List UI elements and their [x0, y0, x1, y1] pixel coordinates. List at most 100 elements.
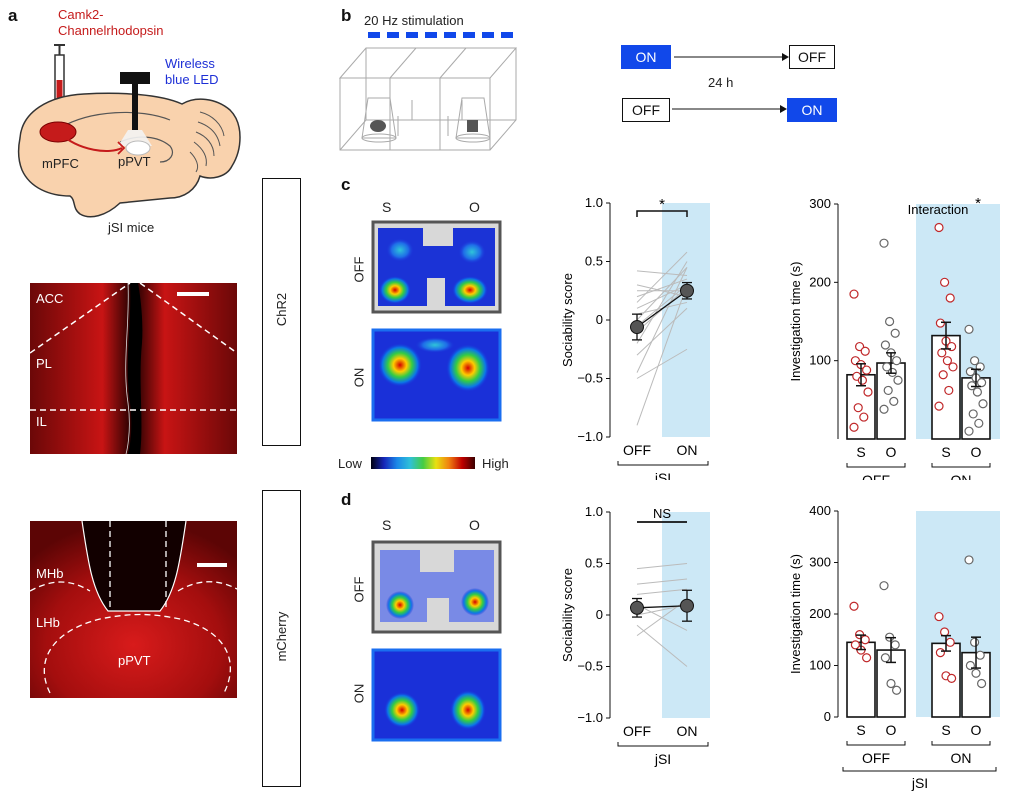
y-tick-label: 0 [596, 607, 603, 622]
seq1-arrow [674, 53, 789, 61]
data-point [944, 385, 954, 396]
mean-point [630, 600, 644, 615]
y-tick-label: 200 [809, 606, 831, 621]
heat-col-o-d: O [469, 517, 480, 533]
data-point [971, 668, 981, 678]
y-tick-label: 200 [809, 274, 831, 289]
mpfc-label: mPFC [42, 156, 79, 171]
ppvt-region [125, 140, 151, 156]
scale-high: High [482, 456, 509, 471]
data-point [948, 362, 958, 372]
brain-outline [17, 92, 241, 218]
data-point [892, 356, 902, 366]
data-point [934, 401, 944, 411]
significance-bracket [636, 210, 688, 217]
individual-line [636, 563, 688, 570]
data-point [849, 601, 859, 611]
data-point [860, 635, 870, 645]
group-label: jSI [911, 775, 928, 791]
panel-label-c: c [341, 175, 351, 194]
data-point [970, 637, 980, 647]
heat-row-on-d: ON [351, 683, 367, 704]
data-point [934, 222, 944, 233]
panel-label-d: d [341, 490, 352, 509]
data-point [968, 409, 978, 419]
data-point [975, 650, 985, 660]
data-point [945, 637, 955, 647]
group-bracket [846, 463, 906, 468]
x-tick-label: ON [677, 723, 698, 739]
data-point [879, 581, 889, 591]
micro-label-mhb: MHb [36, 566, 64, 581]
x-tick-label: OFF [623, 723, 651, 739]
y-tick-label: 1.0 [585, 195, 603, 210]
interval-label: 24 h [708, 75, 734, 90]
data-point [940, 277, 950, 287]
data-point [977, 678, 987, 689]
y-tick-label: 100 [809, 353, 831, 368]
data-point [859, 412, 869, 422]
panel-label-a: a [8, 6, 18, 25]
group-bracket [617, 742, 709, 747]
heat-col-s: S [382, 199, 392, 215]
y-tick-label: 0.5 [585, 254, 603, 269]
heat-row-off-c: OFF [351, 256, 367, 283]
data-point [880, 340, 890, 350]
data-point [860, 346, 870, 356]
individual-line [636, 588, 688, 595]
individual-line [636, 267, 688, 321]
group-label: OFF [862, 472, 890, 480]
data-point [974, 418, 984, 428]
micrograph-ppvt: MHb LHb pPVT [30, 521, 237, 698]
y-tick-label: −0.5 [577, 659, 603, 674]
group-bracket [846, 741, 906, 746]
mean-line [636, 605, 688, 609]
x-tick-label: S [856, 444, 865, 460]
micro-label-ppvt: pPVT [118, 653, 151, 668]
on-shading [662, 203, 710, 437]
data-point [893, 375, 903, 385]
seq2-off-box: OFF [622, 98, 670, 122]
annotation-label: Interaction [908, 202, 969, 217]
x-tick-label: S [941, 722, 950, 738]
heat-row-off-d: OFF [351, 576, 367, 603]
heat-col-s-d: S [382, 517, 392, 533]
individual-line [636, 307, 688, 356]
individual-line [636, 578, 688, 585]
individual-line [636, 348, 688, 379]
group-label: jSI [654, 751, 671, 767]
individual-line [636, 251, 688, 303]
group-bracket [931, 741, 991, 746]
y-tick-label: 0.5 [585, 556, 603, 571]
seq1-off-box: OFF [789, 45, 835, 69]
x-tick-label: O [886, 444, 897, 460]
stim-label: 20 Hz stimulation [364, 13, 464, 28]
x-tick-label: OFF [623, 442, 651, 458]
y-axis-label: Investigation time (s) [788, 554, 803, 674]
x-tick-label: O [886, 722, 897, 738]
data-point [970, 356, 980, 366]
mean-point [680, 283, 694, 298]
data-point [890, 640, 900, 650]
data-point [977, 378, 987, 388]
object-icon [467, 120, 478, 132]
scale-low: Low [338, 456, 362, 471]
data-point [885, 316, 895, 327]
brain-schematic [17, 44, 241, 218]
mouse-icon [370, 120, 386, 132]
data-point [879, 404, 889, 414]
data-point [857, 375, 868, 385]
group-bracket [617, 461, 709, 466]
x-tick-label: S [856, 722, 865, 738]
data-point [934, 611, 944, 622]
group-box-chr2: ChR2 [262, 178, 301, 446]
individual-line [636, 624, 688, 667]
data-point [861, 653, 872, 663]
y-tick-label: 300 [809, 555, 831, 570]
micro-label-pl: PL [36, 356, 52, 371]
micro-label-il: IL [36, 414, 47, 429]
y-tick-label: −1.0 [577, 429, 603, 444]
seq1-on-box: ON [621, 45, 671, 69]
